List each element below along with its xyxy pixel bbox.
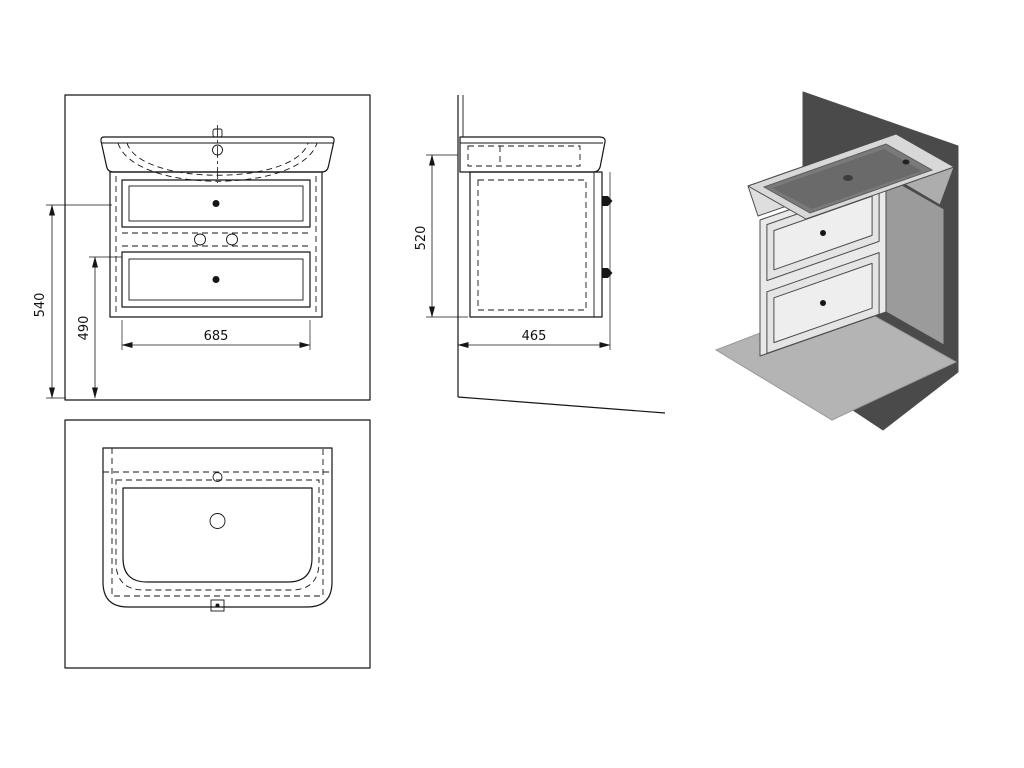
faucet-fixing-detail [212,128,223,138]
drawer-bottom-inner-frame [128,258,304,301]
front-dimensions: 540 490 685 [33,204,311,399]
floor-line [457,396,666,414]
hidden-drawer-box [477,179,587,311]
dim-label-520: 520 [414,226,429,251]
dim-label-465: 465 [522,329,547,344]
plan-view [64,419,371,669]
side-washbasin [459,136,606,173]
drawer-bottom [121,251,311,308]
front-washbasin [100,125,335,183]
cabinet-body [109,171,323,318]
side-cabinet [469,171,613,318]
faucet-hole [902,159,910,165]
drawer-bottom-knob [212,276,220,283]
basin-bowl-hidden-arc [117,142,318,182]
hidden-fitting-circle-left [194,233,206,246]
drawer-top-knob [212,200,220,207]
drain-hole [843,175,853,181]
iso-knob-bottom [820,300,826,306]
iso-washbasin [747,133,955,220]
front-cabinet [109,171,323,318]
iso-cabinet [759,175,945,357]
side-knob-top [602,196,613,206]
bowl-hidden-edge [115,479,320,591]
isometric-view [714,91,959,431]
hidden-fitting-circle-right [226,233,238,246]
basin-plan-outline [102,447,333,608]
cabinet-side-body [469,171,603,318]
dim-label-685: 685 [204,329,229,344]
drawer-top [121,179,311,228]
faucet-hole-plan [212,472,223,482]
faucet-hole [212,144,223,156]
bowl-plan-outline [122,487,313,583]
side-knob-bottom [602,268,613,278]
drain-hole-plan [209,513,226,529]
side-dimensions: 520 465 [414,154,611,350]
basin-hidden-bowl [467,145,581,167]
overflow-fitting-detail [210,599,225,612]
overflow-fitting-dot [215,603,220,608]
dim-label-540: 540 [33,293,48,318]
front-wall-panel [64,94,371,401]
dim-label-490: 490 [77,316,92,341]
basin-profile [459,136,606,173]
hidden-cabinet-outline [111,448,324,597]
iso-knob-top [820,230,826,236]
plan-washbasin [102,447,333,612]
drawer-top-inner-frame [128,185,304,222]
plan-wall-panel [64,419,371,669]
side-view: 520 465 [414,95,666,414]
front-view: 540 490 685 [33,94,371,401]
